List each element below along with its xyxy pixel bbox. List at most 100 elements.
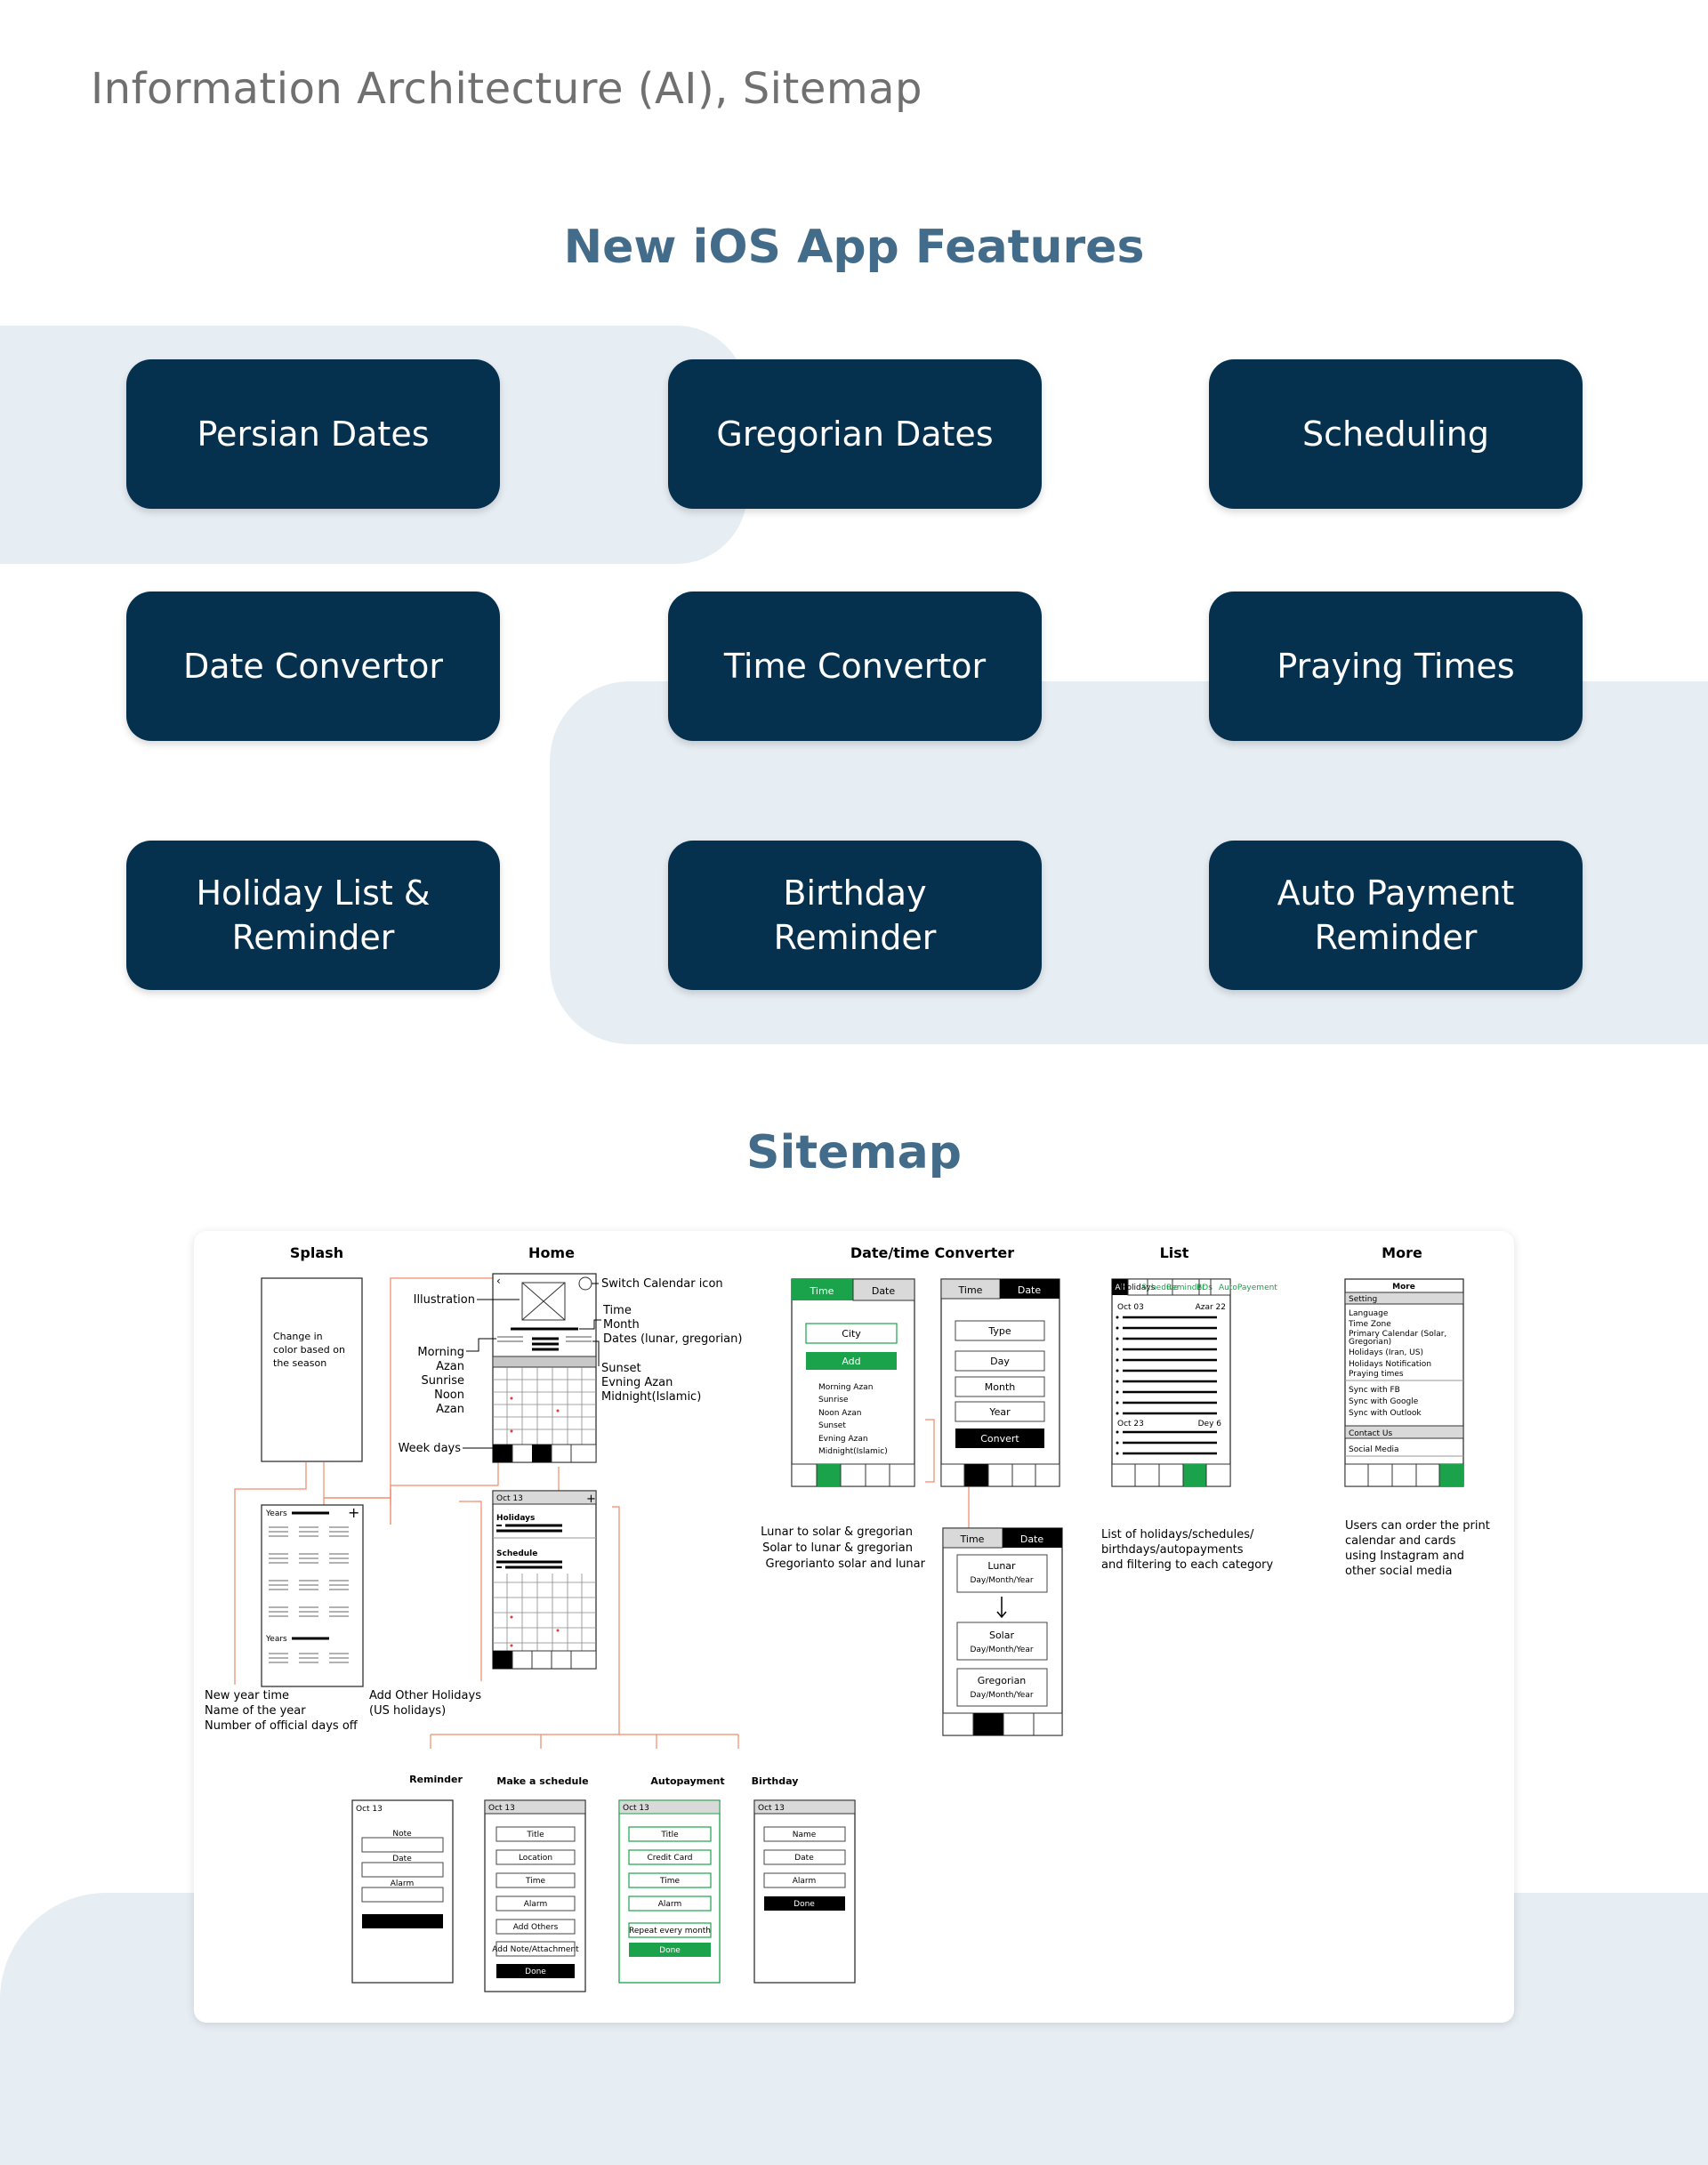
svg-text:Sync with Google: Sync with Google [1349, 1397, 1419, 1406]
svg-text:Holidays (Iran, US): Holidays (Iran, US) [1349, 1348, 1423, 1357]
sitemap-diagram: Splash Home Date/time Converter List Mor… [205, 1244, 1490, 1992]
feature-card-scheduling: Scheduling [1209, 359, 1583, 509]
converter-results-screen: Time Date Lunar Day/Month/Year Solar Day… [942, 1527, 1063, 1736]
features-title: New iOS App Features [563, 221, 1145, 274]
svg-text:Contact Us: Contact Us [1349, 1429, 1392, 1438]
svg-text:Users can order the print: Users can order the print [1345, 1519, 1490, 1533]
svg-text:Switch Calendar icon: Switch Calendar icon [601, 1277, 723, 1291]
svg-text:Sync with Outlook: Sync with Outlook [1349, 1409, 1422, 1418]
svg-text:Midnight(Islamic): Midnight(Islamic) [601, 1390, 701, 1404]
svg-text:Years: Years [265, 1509, 287, 1518]
section-converter: Date/time Converter [850, 1244, 1014, 1261]
svg-text:New year time: New year time [205, 1689, 289, 1702]
svg-text:Dey 6: Dey 6 [1198, 1420, 1222, 1429]
svg-text:Day/Month/Year: Day/Month/Year [970, 1646, 1033, 1654]
svg-text:Azar 22: Azar 22 [1196, 1303, 1226, 1312]
svg-text:Change in: Change in [273, 1331, 323, 1342]
svg-text:Time: Time [810, 1285, 834, 1297]
back-icon: ‹ [496, 1275, 501, 1287]
svg-text:Holidays Notification: Holidays Notification [1349, 1360, 1431, 1369]
section-birthday: Birthday [752, 1775, 799, 1787]
svg-text:Time: Time [659, 1877, 680, 1886]
svg-text:Date: Date [392, 1855, 412, 1863]
svg-text:Sunset: Sunset [818, 1421, 846, 1430]
svg-text:Reminder: Reminder [1166, 1284, 1205, 1292]
svg-text:Setting: Setting [1349, 1295, 1377, 1304]
svg-text:Done: Done [794, 1900, 815, 1909]
svg-text:Holidays: Holidays [1121, 1284, 1156, 1292]
svg-text:Oct 13: Oct 13 [356, 1805, 383, 1814]
feature-card-gregorian-dates: Gregorian Dates [668, 359, 1042, 509]
svg-text:Sunset: Sunset [601, 1362, 641, 1375]
home-annotations: Switch Calendar icon Illustration Time M… [399, 1277, 743, 1455]
time-converter-screen: Time Date City Add Morning Azan Sunrise … [791, 1278, 915, 1487]
svg-text:BDs: BDs [1196, 1284, 1213, 1292]
svg-text:Time: Time [602, 1304, 632, 1317]
svg-text:Holidays: Holidays [496, 1514, 535, 1523]
svg-text:Midnight(Islamic): Midnight(Islamic) [818, 1447, 888, 1456]
svg-text:Language: Language [1349, 1309, 1389, 1318]
feature-card-time-convertor: Time Convertor [668, 592, 1042, 741]
years-screen: Years + Years [261, 1504, 364, 1687]
reminder-screen: Oct 13 Note Date Alarm [351, 1799, 454, 1984]
home-detail-screen: Oct 13 + Holidays Schedule [492, 1490, 597, 1670]
svg-text:Day/Month/Year: Day/Month/Year [970, 1576, 1033, 1585]
svg-text:Add Others: Add Others [513, 1923, 559, 1932]
more-screen: More Setting Language Time Zone Primary … [1344, 1278, 1464, 1487]
birthday-screen: Oct 13 Name Date Alarm Done [753, 1799, 856, 1984]
svg-text:Name: Name [793, 1831, 817, 1839]
svg-text:Sunrise: Sunrise [422, 1374, 464, 1388]
home-screen: ‹ [492, 1273, 597, 1463]
svg-text:Date: Date [794, 1854, 814, 1863]
svg-text:Primary Calendar (Solar,: Primary Calendar (Solar, [1349, 1330, 1446, 1339]
svg-text:Morning: Morning [417, 1346, 464, 1359]
svg-text:Day: Day [990, 1356, 1010, 1367]
svg-text:Add: Add [842, 1356, 860, 1367]
svg-text:Oct 13: Oct 13 [758, 1804, 785, 1813]
svg-text:Credit Card: Credit Card [648, 1854, 693, 1863]
svg-text:Alarm: Alarm [524, 1900, 547, 1909]
svg-text:Time: Time [525, 1877, 545, 1886]
add-year-icon: + [348, 1504, 359, 1521]
svg-text:Convert: Convert [980, 1433, 1019, 1445]
list-screen: All Holidays Schedule Reminder BDs AutoP… [1111, 1278, 1277, 1487]
section-home: Home [528, 1244, 575, 1261]
svg-text:Title: Title [526, 1831, 544, 1839]
svg-text:calendar and cards: calendar and cards [1345, 1534, 1456, 1548]
svg-text:Number of official days off: Number of official days off [205, 1719, 359, 1733]
feature-card-praying-times: Praying Times [1209, 592, 1583, 741]
svg-text:Title: Title [660, 1831, 679, 1839]
autopayment-screen: Oct 13 Title Credit Card Time Alarm Repe… [618, 1799, 721, 1984]
svg-text:Gregorianto solar and lunar: Gregorianto solar and lunar [766, 1557, 926, 1571]
add-icon: + [586, 1493, 596, 1506]
svg-text:other social media: other social media [1345, 1565, 1452, 1578]
svg-text:Time: Time [960, 1533, 985, 1545]
svg-text:and filtering to each category: and filtering to each category [1101, 1558, 1273, 1572]
svg-text:Location: Location [519, 1854, 552, 1863]
sitemap-title: Sitemap [746, 1126, 962, 1179]
date-converter-screen: Time Date Type Day Month Year Convert [940, 1278, 1060, 1487]
svg-text:Type: Type [987, 1325, 1011, 1337]
feature-card-date-convertor: Date Convertor [126, 592, 500, 741]
svg-text:Solar: Solar [989, 1630, 1015, 1641]
illustration-placeholder [521, 1282, 566, 1321]
svg-text:Sunrise: Sunrise [818, 1396, 849, 1404]
arrow-down-icon [996, 1611, 1007, 1619]
feature-card-persian-dates: Persian Dates [126, 359, 500, 509]
svg-text:Oct 13: Oct 13 [623, 1804, 649, 1813]
section-reminder: Reminder [409, 1774, 463, 1785]
svg-text:birthdays/autopayments: birthdays/autopayments [1101, 1543, 1244, 1557]
svg-text:the season: the season [273, 1357, 326, 1369]
section-list: List [1160, 1244, 1189, 1261]
svg-text:Alarm: Alarm [658, 1900, 681, 1909]
svg-text:Social Media: Social Media [1349, 1445, 1399, 1454]
svg-text:Month: Month [603, 1318, 640, 1332]
svg-text:Schedule: Schedule [496, 1549, 537, 1558]
svg-text:Oct 13: Oct 13 [488, 1804, 515, 1813]
svg-text:Repeat every month: Repeat every month [629, 1927, 711, 1936]
svg-text:Oct 03: Oct 03 [1117, 1303, 1144, 1312]
svg-text:(US holidays): (US holidays) [369, 1704, 446, 1718]
svg-text:Evning Azan: Evning Azan [601, 1376, 673, 1389]
svg-text:Day/Month/Year: Day/Month/Year [970, 1691, 1033, 1700]
svg-text:Lunar to solar & gregorian: Lunar to solar & gregorian [761, 1525, 913, 1539]
